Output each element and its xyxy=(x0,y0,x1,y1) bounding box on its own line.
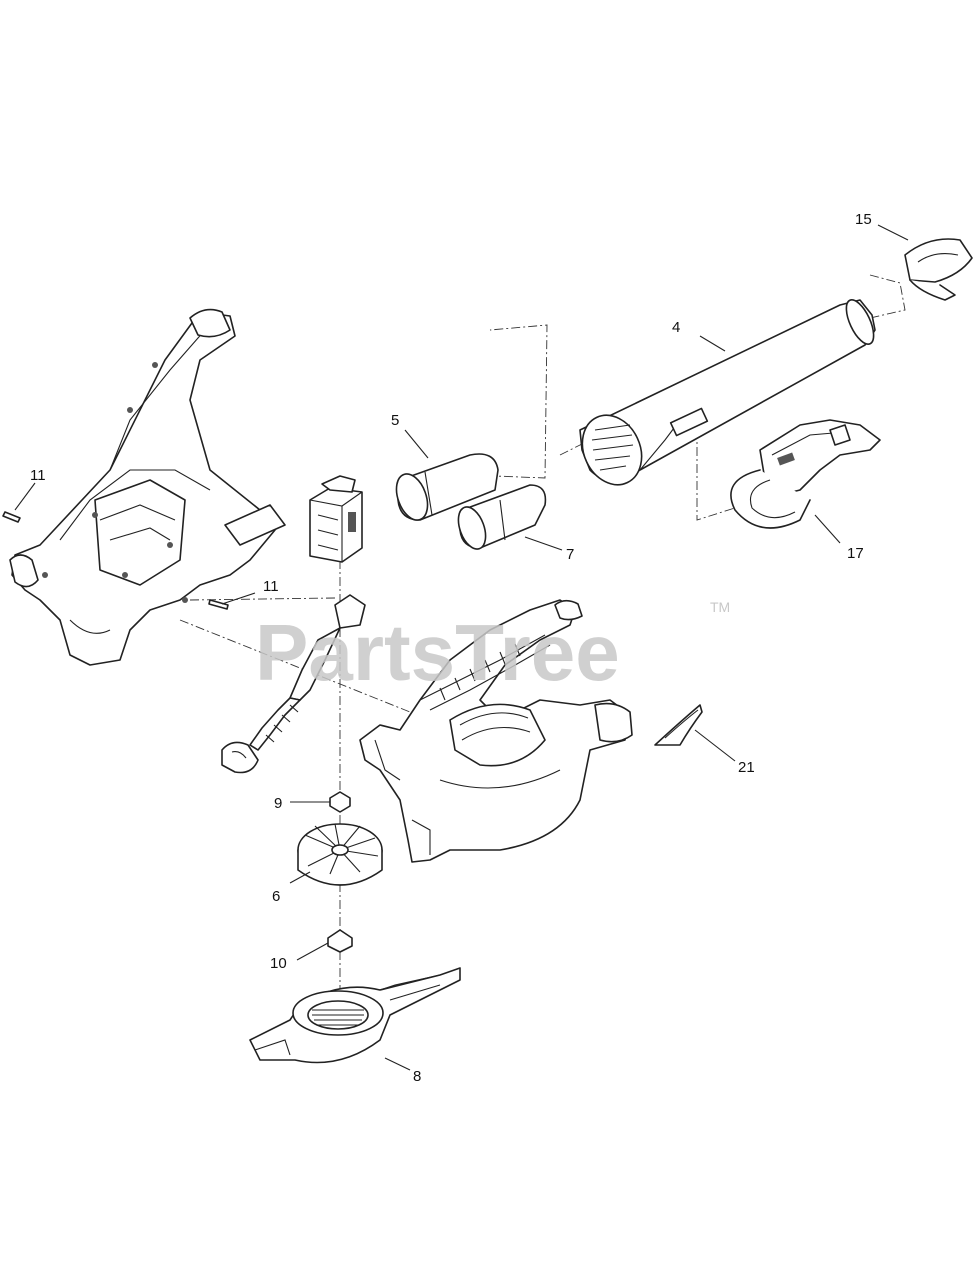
callout-21: 21 xyxy=(738,759,755,776)
housing-half-right xyxy=(359,599,633,863)
clip-15 xyxy=(904,238,973,301)
nut-9 xyxy=(329,791,351,813)
callout-4: 4 xyxy=(672,319,680,336)
cord-hook-17 xyxy=(730,419,881,529)
callout-6: 6 xyxy=(272,888,280,905)
nut-10 xyxy=(327,929,353,953)
leader-lines xyxy=(14,224,909,1071)
fan-impeller-6 xyxy=(297,823,383,886)
housing-half-left xyxy=(9,308,286,666)
insert-21 xyxy=(654,704,703,746)
nozzle-7 xyxy=(457,484,547,550)
impeller-cover-8 xyxy=(249,967,461,1064)
watermark-trademark: TM xyxy=(710,599,730,615)
parts-tree-watermark: PartsTree TM xyxy=(255,599,730,697)
callout-9: 9 xyxy=(274,795,282,812)
callout-15: 15 xyxy=(855,211,872,228)
nozzle-5 xyxy=(395,453,499,521)
callout-10: 10 xyxy=(270,955,287,972)
blower-tube-4 xyxy=(579,299,876,486)
screw-11-center xyxy=(208,599,229,610)
callout-7: 7 xyxy=(566,546,574,563)
watermark-text: PartsTree xyxy=(255,608,620,697)
callout-11-left: 11 xyxy=(30,467,46,484)
callout-labels: 4 5 6 7 8 9 10 11 11 15 17 21 xyxy=(30,211,872,1085)
motor xyxy=(309,475,363,563)
screw-11-left xyxy=(2,511,21,523)
callout-5: 5 xyxy=(391,412,399,429)
callout-8: 8 xyxy=(413,1068,421,1085)
switch-cord-assembly xyxy=(221,594,366,774)
callout-17: 17 xyxy=(847,545,864,562)
callout-11-center: 11 xyxy=(263,578,279,595)
